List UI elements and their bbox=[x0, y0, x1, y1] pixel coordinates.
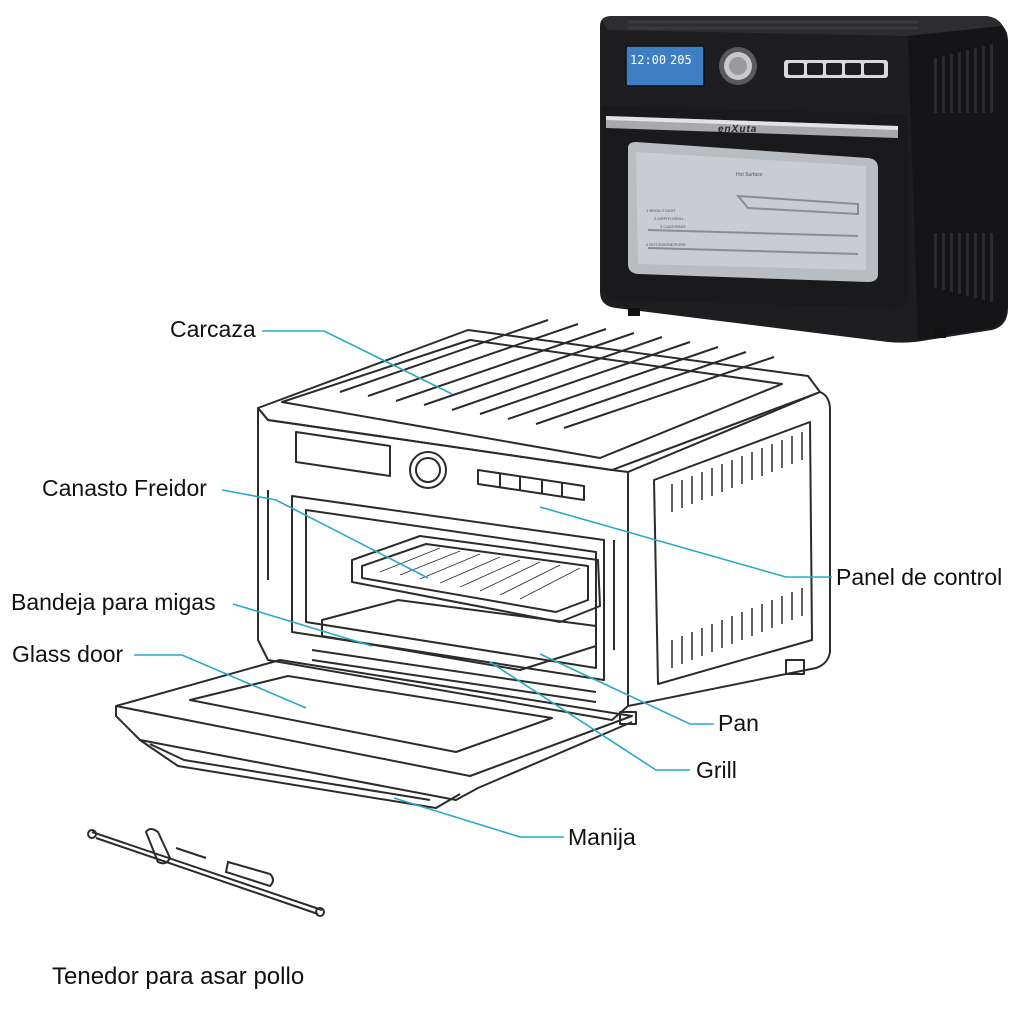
label-glass: Glass door bbox=[12, 641, 124, 667]
label-canasto: Canasto Freidor bbox=[42, 475, 207, 501]
leader-bandeja bbox=[232, 603, 373, 647]
door-handle bbox=[139, 739, 461, 809]
lcd-temp: 205 bbox=[670, 53, 692, 67]
leader-grill bbox=[489, 661, 690, 771]
lcd-time: 12:00 bbox=[630, 53, 667, 67]
leader-pan bbox=[539, 653, 714, 725]
label-pan: Pan bbox=[718, 710, 759, 736]
glass-door bbox=[115, 659, 633, 777]
label-bandeja: Bandeja para migas bbox=[11, 589, 216, 615]
label-tenedor: Tenedor para asar pollo bbox=[52, 963, 305, 990]
label-panel: Panel de control bbox=[836, 564, 1003, 590]
door-label-hot: Hot Surface bbox=[736, 172, 763, 178]
right-side bbox=[627, 391, 831, 707]
leader-carcaza bbox=[262, 330, 453, 395]
leader-glass bbox=[134, 654, 307, 709]
label-carcaza: Carcaza bbox=[170, 316, 256, 342]
leader-manija bbox=[393, 797, 564, 838]
door-label-3: 3 CAKE/BAKE bbox=[660, 224, 687, 229]
leader-canasto bbox=[221, 489, 429, 579]
label-grill: Grill bbox=[696, 757, 737, 783]
control-display bbox=[295, 431, 391, 477]
leader-panel bbox=[539, 506, 832, 578]
oven-photo-drawing bbox=[600, 16, 1008, 343]
grill-rack bbox=[311, 649, 597, 693]
door-label-4: 4 ROTISSERIE/FORK bbox=[646, 242, 686, 247]
door-label-1: 1 BROIL/TOAST bbox=[646, 208, 676, 213]
basket bbox=[351, 535, 601, 623]
label-manija: Manija bbox=[568, 824, 636, 850]
door-label-2: 2 AIRFRY/GRILL bbox=[654, 216, 685, 221]
oven-cavity bbox=[291, 495, 605, 681]
brand-logo: enXuta bbox=[718, 124, 758, 135]
rotisserie-fork bbox=[87, 828, 325, 917]
crumb-tray bbox=[321, 599, 597, 671]
oven-photo: 12:00 205 enXuta Hot Surface 1 BROIL/TOA… bbox=[588, 8, 1016, 348]
